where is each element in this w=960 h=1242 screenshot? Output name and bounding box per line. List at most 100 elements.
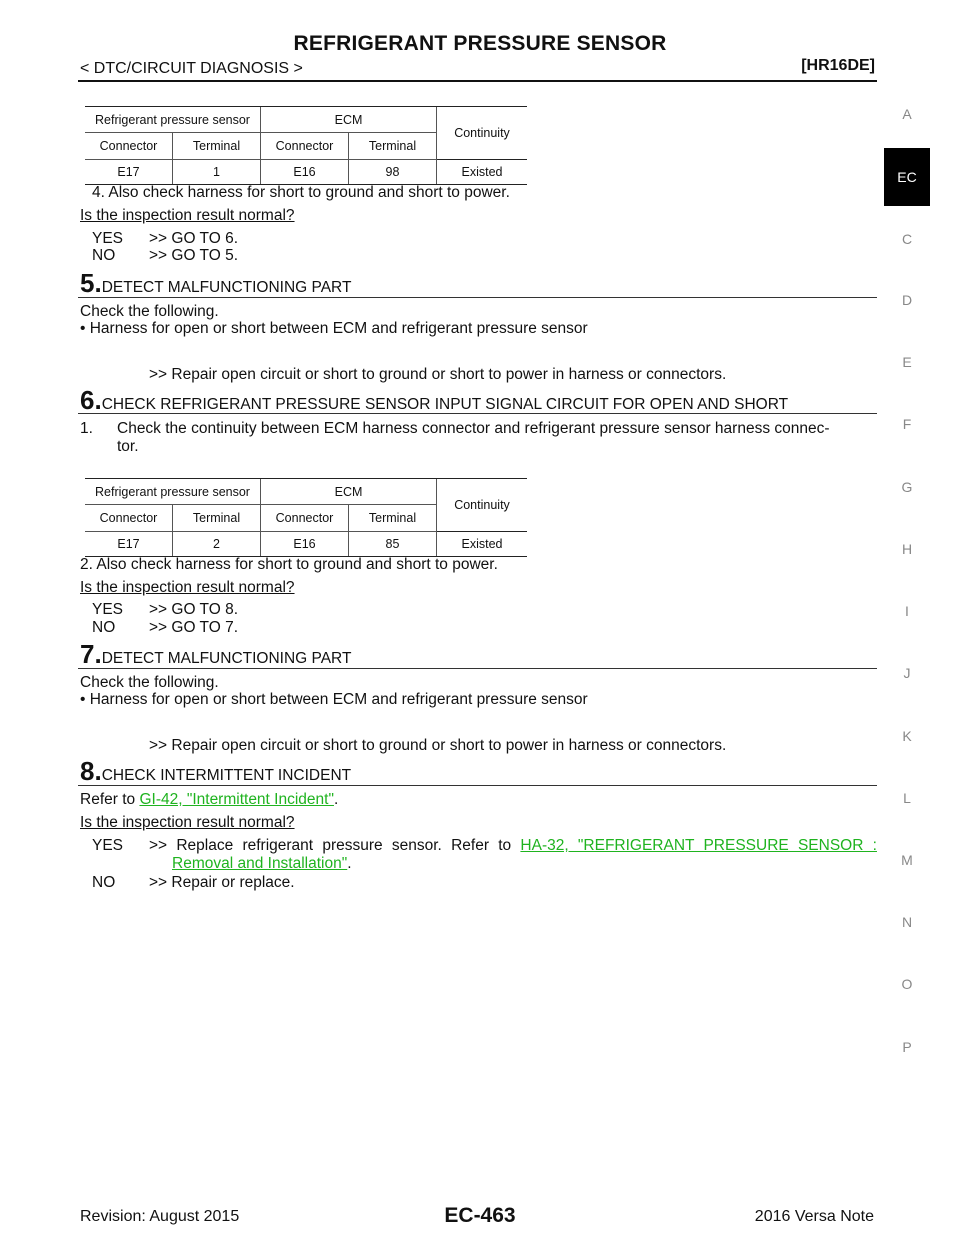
table-header-connector: Connector (85, 504, 173, 532)
tab-a[interactable]: A (902, 106, 912, 122)
result-no-label: NO (92, 247, 116, 264)
tab-j[interactable]: J (903, 665, 911, 681)
table-cell: E16 (260, 531, 349, 557)
step-title: CHECK REFRIGERANT PRESSURE SENSOR INPUT … (101, 396, 789, 413)
result-yes-text: >> GO TO 6. (149, 230, 239, 247)
link-suffix: . (347, 855, 352, 872)
page-number: EC-463 (444, 1204, 516, 1227)
section-rule (78, 297, 877, 298)
table-cell: E17 (85, 531, 173, 557)
result-yes-text: >> GO TO 8. (149, 601, 239, 618)
step-number: 8. (80, 756, 102, 786)
instruction-step-4: 4. Also check harness for short to groun… (92, 184, 510, 201)
table-header-ecm: ECM (260, 478, 437, 505)
tab-l[interactable]: L (903, 790, 911, 806)
result-no-text: >> GO TO 7. (149, 619, 239, 636)
tab-i[interactable]: I (905, 603, 909, 619)
vehicle-name: 2016 Versa Note (754, 1208, 874, 1225)
step-6-item-1-number: 1. (80, 420, 93, 437)
section-rule (78, 413, 877, 414)
section-rule (78, 668, 877, 669)
table-cell: 98 (348, 159, 437, 185)
step-7-heading: 7.DETECT MALFUNCTIONING PART (80, 639, 351, 670)
tab-m[interactable]: M (901, 852, 913, 868)
table-header-connector: Connector (260, 504, 349, 532)
tab-n[interactable]: N (901, 914, 913, 930)
tab-c[interactable]: C (901, 231, 913, 247)
step-5-bullet: • Harness for open or short between ECM … (80, 320, 588, 337)
result-yes-text: >> Replace refrigerant pressure sensor. … (149, 837, 877, 855)
table-header-sensor: Refrigerant pressure sensor (85, 106, 261, 133)
table-cell: 2 (172, 531, 261, 557)
step-8-heading: 8.CHECK INTERMITTENT INCIDENT (80, 756, 351, 787)
step-7-action: >> Repair open circuit or short to groun… (149, 737, 727, 754)
table-cell: E17 (85, 159, 173, 185)
question-text: Is the inspection result normal? (80, 207, 295, 224)
step-title: DETECT MALFUNCTIONING PART (101, 650, 352, 667)
table-header-terminal: Terminal (348, 132, 437, 160)
revision-date: Revision: August 2015 (80, 1208, 240, 1225)
table-header-continuity: Continuity (436, 106, 527, 160)
table-header-connector: Connector (260, 132, 349, 160)
engine-model: [HR16DE] (801, 57, 875, 74)
tab-k[interactable]: K (902, 728, 912, 744)
tab-ec[interactable]: EC (884, 148, 930, 206)
result-yes-text-cont: Removal and Installation". (172, 855, 352, 873)
question-text: Is the inspection result normal? (80, 579, 295, 596)
refer-prefix: Refer to (80, 791, 140, 808)
step-6-item-1-line-1: Check the continuity between ECM harness… (117, 420, 830, 437)
result-yes-label: YES (92, 230, 124, 247)
table-cell: Existed (436, 531, 527, 557)
step-number: 5. (80, 268, 102, 298)
step-6-item-2: 2. Also check harness for short to groun… (80, 556, 498, 573)
step-title: CHECK INTERMITTENT INCIDENT (101, 767, 352, 784)
ha-32-link[interactable]: HA-32, "REFRIGERANT PRESSURE SENSOR : (520, 837, 877, 854)
table-header-connector: Connector (85, 132, 173, 160)
tab-g[interactable]: G (901, 479, 913, 495)
table-header-sensor: Refrigerant pressure sensor (85, 478, 261, 505)
step-6-item-1: Check the continuity between ECM harness… (117, 420, 877, 456)
continuity-table-1: Refrigerant pressure sensor ECM Continui… (85, 106, 527, 185)
tab-f[interactable]: F (902, 416, 912, 432)
table-cell: 85 (348, 531, 437, 557)
replace-text: >> Replace refrigerant pressure sensor. … (149, 837, 521, 854)
result-no-text: >> Repair or replace. (149, 874, 295, 891)
tab-p[interactable]: P (902, 1039, 912, 1055)
table-header-terminal: Terminal (172, 504, 261, 532)
tab-e[interactable]: E (902, 354, 912, 370)
step-8-refer: Refer to GI-42, "Intermittent Incident". (80, 791, 338, 809)
step-number: 6. (80, 385, 102, 415)
step-5-intro: Check the following. (80, 303, 219, 320)
step-7-bullet: • Harness for open or short between ECM … (80, 691, 588, 708)
step-6-item-1-line-2: tor. (117, 438, 139, 455)
table-cell: Existed (436, 159, 527, 185)
section-rule (78, 785, 877, 786)
result-no-label: NO (92, 874, 116, 891)
continuity-table-2: Refrigerant pressure sensor ECM Continui… (85, 478, 527, 557)
table-header-ecm: ECM (260, 106, 437, 133)
page-title: REFRIGERANT PRESSURE SENSOR (293, 32, 667, 55)
table-header-terminal: Terminal (348, 504, 437, 532)
tab-o[interactable]: O (901, 976, 913, 992)
table-header-terminal: Terminal (172, 132, 261, 160)
breadcrumb: < DTC/CIRCUIT DIAGNOSIS > (80, 60, 303, 77)
result-no-text: >> GO TO 5. (149, 247, 239, 264)
tab-d[interactable]: D (901, 292, 913, 308)
table-cell: E16 (260, 159, 349, 185)
header-rule (78, 80, 877, 82)
step-6-heading: 6.CHECK REFRIGERANT PRESSURE SENSOR INPU… (80, 385, 788, 416)
step-5-action: >> Repair open circuit or short to groun… (149, 366, 727, 383)
step-7-intro: Check the following. (80, 674, 219, 691)
removal-installation-link[interactable]: Removal and Installation" (172, 855, 348, 872)
result-no-label: NO (92, 619, 116, 636)
table-cell: 1 (172, 159, 261, 185)
result-yes-label: YES (92, 837, 124, 854)
step-number: 7. (80, 639, 102, 669)
tab-h[interactable]: H (901, 541, 913, 557)
intermittent-incident-link[interactable]: GI-42, "Intermittent Incident" (139, 791, 334, 808)
refer-suffix: . (333, 791, 339, 808)
step-title: DETECT MALFUNCTIONING PART (101, 279, 352, 296)
step-5-heading: 5.DETECT MALFUNCTIONING PART (80, 268, 351, 299)
result-yes-label: YES (92, 601, 124, 618)
question-text: Is the inspection result normal? (80, 814, 295, 831)
